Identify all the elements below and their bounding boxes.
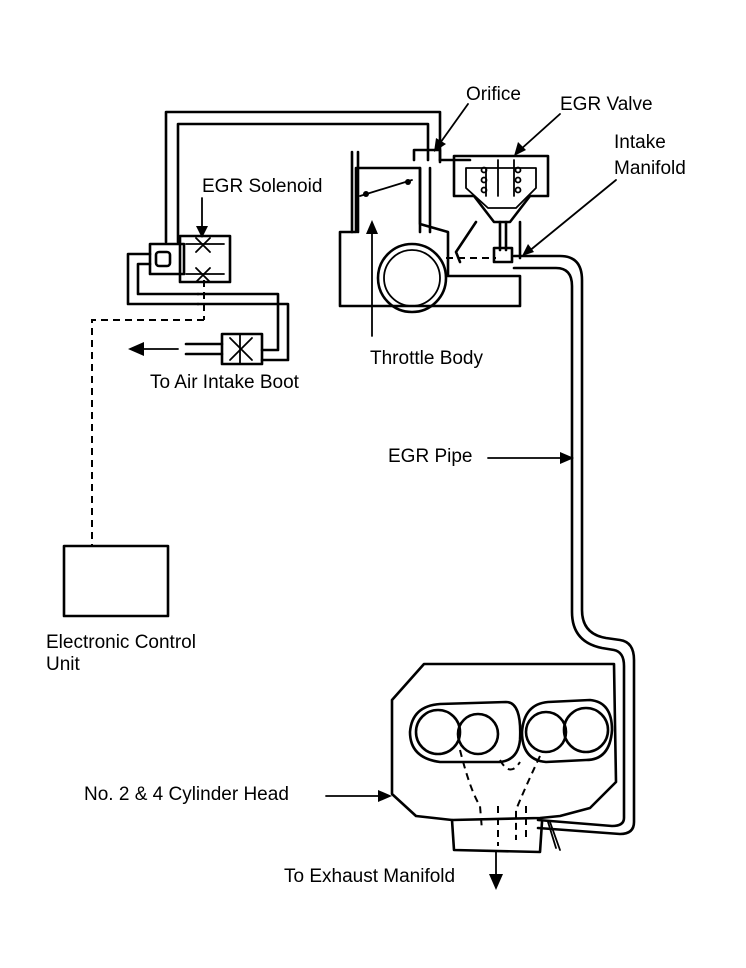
air-intake-valve xyxy=(184,332,264,366)
cylinder-head xyxy=(390,662,618,854)
throttle-body xyxy=(338,150,522,314)
label-cylinder-head: No. 2 & 4 Cylinder Head xyxy=(84,784,289,805)
label-ecu-1: Electronic Control xyxy=(46,632,196,653)
to-exhaust-arrow xyxy=(489,851,503,890)
label-orifice: Orifice xyxy=(466,84,521,105)
label-egr-pipe: EGR Pipe xyxy=(388,446,473,467)
solenoid-wire xyxy=(91,319,204,546)
leader-lines xyxy=(196,103,617,802)
ecu-box xyxy=(62,544,170,618)
label-ecu-2: Unit xyxy=(46,654,80,675)
label-intake-manifold-2: Manifold xyxy=(614,158,686,179)
label-egr-valve: EGR Valve xyxy=(560,94,653,115)
label-to-exhaust-manifold: To Exhaust Manifold xyxy=(284,866,456,887)
label-intake-manifold-1: Intake xyxy=(614,132,666,153)
egr-valve xyxy=(452,154,550,264)
egr-pipe xyxy=(512,254,636,836)
to-air-intake-arrow xyxy=(128,342,179,356)
label-to-air-intake-boot: To Air Intake Boot xyxy=(150,372,299,393)
label-throttle-body: Throttle Body xyxy=(370,348,483,369)
label-egr-solenoid: EGR Solenoid xyxy=(202,176,323,197)
egr-solenoid xyxy=(126,234,290,362)
vacuum-hose-top xyxy=(164,110,442,244)
